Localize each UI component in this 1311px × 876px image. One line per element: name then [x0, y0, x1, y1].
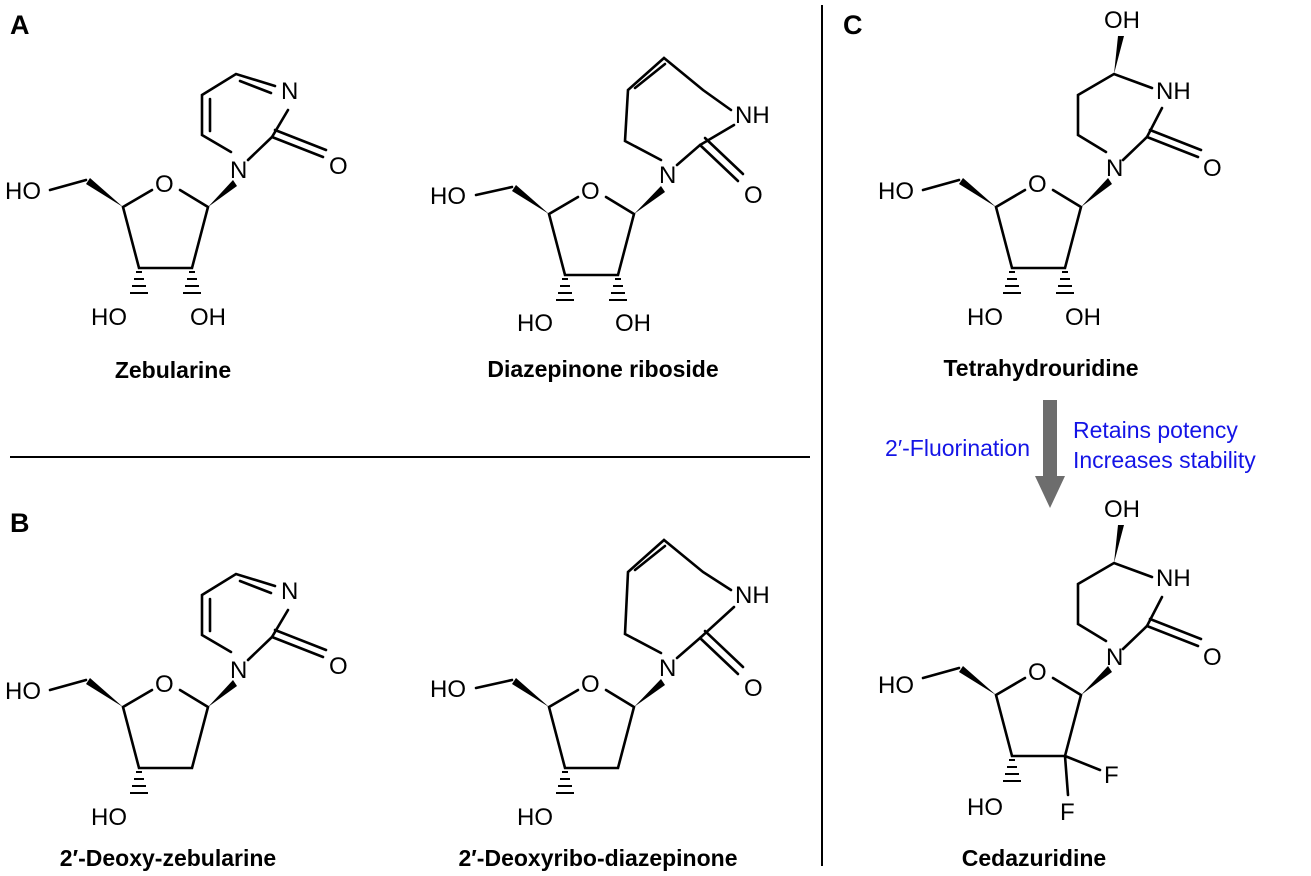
compound-name-zebularine: Zebularine: [115, 357, 231, 383]
zebularine-structure: HO O HO OH N N O: [5, 72, 348, 331]
thu-oh-4: OH: [1104, 7, 1140, 34]
zeb-n1: N: [230, 157, 247, 184]
panel-label-a: A: [10, 10, 30, 40]
compound-name-deoxyribo-diazepinone: 2′-Deoxyribo-diazepinone: [459, 845, 738, 871]
ddz-nh: NH: [735, 582, 770, 609]
dz-ho-5: HO: [5, 678, 41, 705]
zeb-n3: N: [281, 78, 298, 105]
compound-name-tetrahydrouridine: Tetrahydrouridine: [943, 355, 1138, 381]
tetrahydrouridine-structure: HO O HO OH N NH O OH: [878, 7, 1222, 331]
dzr-n1: N: [659, 162, 676, 189]
thu-ho-5: HO: [878, 178, 914, 205]
zeb-carbonyl-o: O: [329, 153, 348, 180]
ddz-carbonyl-o: O: [744, 675, 763, 702]
dz-ho-3: HO: [91, 804, 127, 831]
ced-ring-o: O: [1028, 659, 1047, 686]
dzr-ring-o: O: [581, 178, 600, 205]
ced-f-a: F: [1104, 762, 1119, 789]
cedazuridine-structure: HO O HO F F N NH O OH: [878, 496, 1222, 826]
deoxyribo-diazepinone-structure: HO O HO N NH O: [430, 538, 770, 831]
effect-stability: Increases stability: [1073, 447, 1256, 473]
zeb-ho-3: HO: [91, 304, 127, 331]
panel-label-b: B: [10, 508, 30, 538]
ddz-ho-3: HO: [517, 804, 553, 831]
dzr-ho-5: HO: [430, 183, 466, 210]
ced-ho-3: HO: [967, 794, 1003, 821]
ced-oh-4: OH: [1104, 496, 1140, 523]
dz-carbonyl-o: O: [329, 653, 348, 680]
effect-potency: Retains potency: [1073, 417, 1238, 443]
ddz-n1: N: [659, 655, 676, 682]
dz-n3: N: [281, 578, 298, 605]
diazepinone-riboside-structure: HO O HO OH N NH O: [430, 56, 770, 337]
ddz-ho-5: HO: [430, 676, 466, 703]
ced-nh: NH: [1156, 565, 1191, 592]
thu-ring-o: O: [1028, 171, 1047, 198]
dzr-ho-3: HO: [517, 310, 553, 337]
dz-n1: N: [230, 657, 247, 684]
zeb-ho-5: HO: [5, 178, 41, 205]
thu-ho-3: HO: [967, 304, 1003, 331]
thu-n1: N: [1106, 155, 1123, 182]
ced-carbonyl-o: O: [1203, 644, 1222, 671]
ced-n1: N: [1106, 644, 1123, 671]
deoxy-zebularine-structure: HO O HO N N O: [5, 572, 348, 831]
panel-label-c: C: [843, 10, 863, 40]
compound-name-cedazuridine: Cedazuridine: [962, 845, 1106, 871]
zeb-ring-o: O: [155, 171, 174, 198]
dzr-oh-2: OH: [615, 310, 651, 337]
dz-ring-o: O: [155, 671, 174, 698]
zeb-oh-2: OH: [190, 304, 226, 331]
fluorination-arrow: [1035, 400, 1065, 508]
fluorination-label: 2′-Fluorination: [885, 435, 1030, 461]
ced-ho-5: HO: [878, 672, 914, 699]
dzr-carbonyl-o: O: [744, 182, 763, 209]
thu-carbonyl-o: O: [1203, 155, 1222, 182]
thu-nh: NH: [1156, 78, 1191, 105]
thu-oh-2: OH: [1065, 304, 1101, 331]
compound-name-diazepinone-riboside: Diazepinone riboside: [487, 356, 718, 382]
dzr-nh: NH: [735, 102, 770, 129]
ddz-ring-o: O: [581, 671, 600, 698]
ced-f-b: F: [1060, 799, 1075, 826]
compound-name-deoxy-zebularine: 2′-Deoxy-zebularine: [60, 845, 276, 871]
